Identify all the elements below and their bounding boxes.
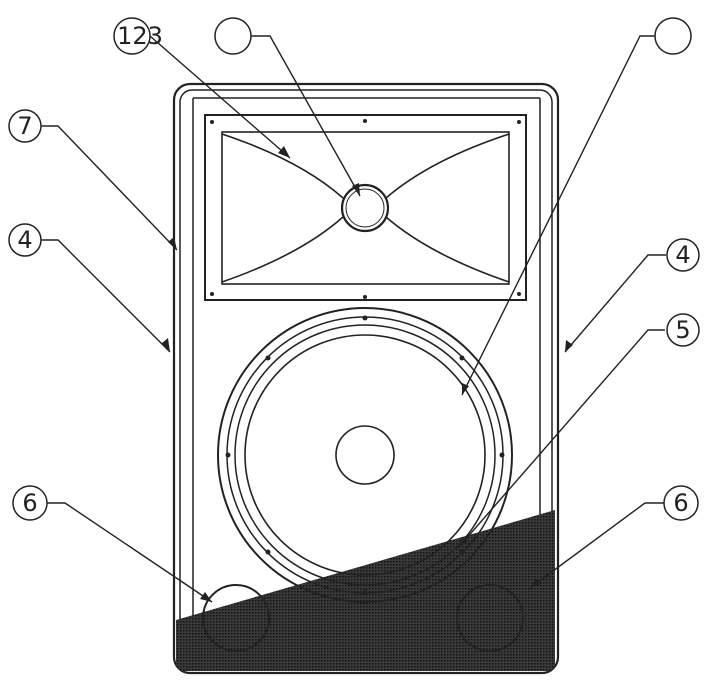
callout-label-grille: 5 — [675, 316, 690, 344]
callout-circle-port-left — [12, 485, 48, 521]
arrowhead — [565, 340, 573, 352]
callout-circle-side-right — [666, 238, 700, 272]
arrowhead — [530, 578, 541, 588]
callout-circle-edge-top-left — [8, 109, 42, 143]
callout-circle-grille — [666, 313, 700, 347]
horn-throat — [340, 183, 390, 233]
horn-throat-inner — [345, 188, 385, 228]
leader-woofer — [461, 35, 655, 396]
arrowhead — [162, 338, 170, 352]
leader-lines — [40, 35, 666, 603]
leader-side-left — [40, 239, 171, 353]
leader-side-right — [564, 254, 666, 353]
callout-circle-woofer — [654, 17, 692, 55]
horn-flare-top-left — [221, 133, 344, 199]
callout-circles — [8, 17, 700, 521]
leader-port-left — [47, 502, 213, 603]
horn-screw — [210, 292, 214, 296]
callout-circle-side-left — [8, 223, 42, 257]
horn-screw — [517, 292, 521, 296]
horn-flare-bottom-right — [385, 216, 510, 283]
woofer — [217, 307, 513, 603]
leader-driver — [251, 35, 361, 197]
woofer-screw — [265, 355, 271, 361]
horn-screw — [210, 120, 214, 124]
woofer-screw — [459, 549, 465, 555]
leader-edge-top-left — [40, 125, 178, 251]
horn-screw — [363, 119, 367, 123]
callout-label-port-left: 6 — [22, 489, 37, 517]
arrowheads — [162, 146, 573, 602]
leader-port-right — [529, 502, 664, 589]
horn-mouth — [221, 131, 510, 285]
horn — [204, 114, 527, 301]
woofer-screw — [362, 315, 368, 321]
arrowhead — [200, 592, 212, 602]
callout-label-edge-top-left: 7 — [17, 112, 32, 140]
woofer-outer-ring — [217, 307, 513, 603]
horn-plate — [204, 114, 527, 301]
bass-port-right — [456, 584, 524, 652]
bass-port-left — [202, 584, 270, 652]
woofer-ring-3 — [234, 324, 496, 586]
arrowhead — [168, 237, 177, 250]
woofer-dust-cap — [335, 425, 395, 485]
callout-circle-driver — [214, 17, 252, 55]
callout-circle-horn — [113, 17, 151, 55]
horn-screw — [363, 295, 367, 299]
woofer-screw — [265, 549, 271, 555]
horn-flare-bottom-left — [221, 216, 344, 283]
cabinet-outer — [172, 82, 560, 675]
arrowhead — [352, 183, 360, 196]
arrowhead — [278, 146, 290, 158]
leader-horn — [149, 35, 291, 159]
woofer-screw — [362, 589, 368, 595]
woofer-screw — [499, 452, 505, 458]
callout-label-horn: 123 — [117, 22, 163, 50]
callout-label-side-left: 4 — [17, 226, 32, 254]
callout-label-side-right: 4 — [675, 241, 690, 269]
woofer-screw — [225, 452, 231, 458]
callout-label-port-right: 6 — [673, 489, 688, 517]
leader-grille — [457, 329, 665, 549]
callout-circle-port-right — [663, 485, 699, 521]
woofer-cone — [244, 334, 486, 576]
horn-screw — [517, 120, 521, 124]
arrowhead — [458, 537, 468, 548]
horn-flare-top-right — [385, 133, 510, 199]
callout-labels: 123 7 4 4 5 6 6 — [17, 22, 690, 517]
woofer-screw — [459, 355, 465, 361]
arrowhead — [462, 383, 469, 395]
